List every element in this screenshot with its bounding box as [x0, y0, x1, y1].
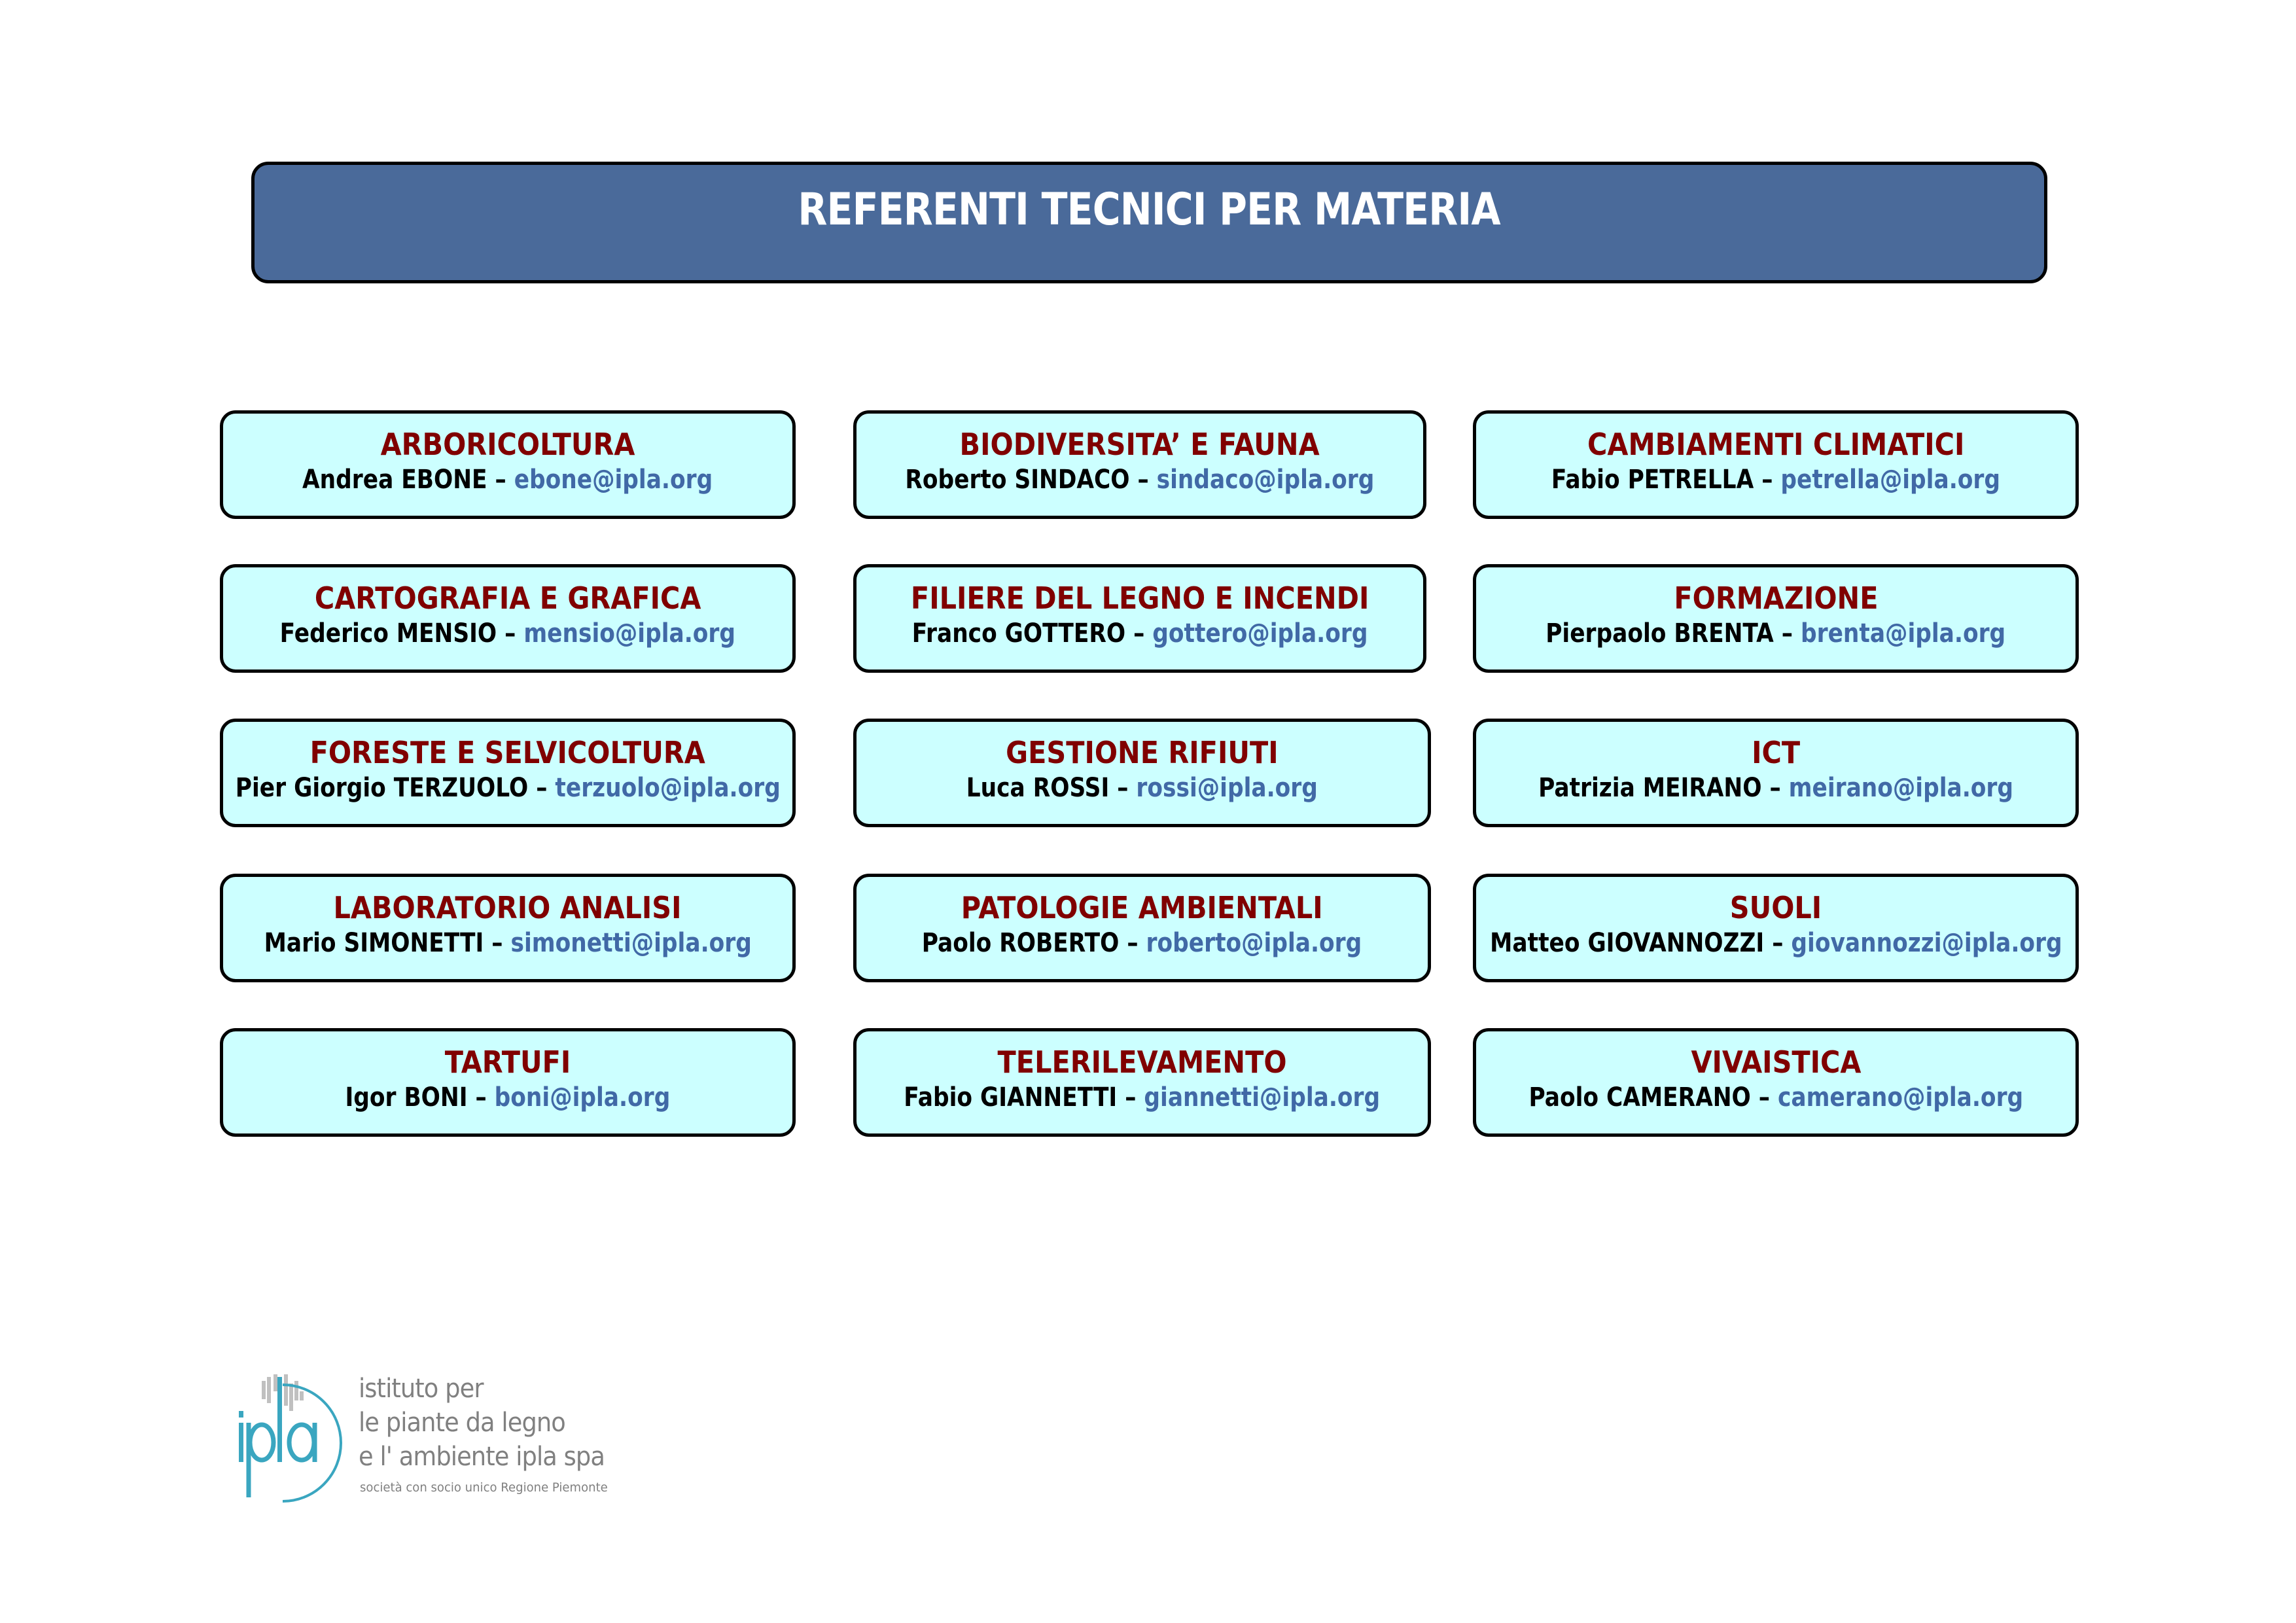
- card-contact: Pierpaolo BRENTA – brenta@ipla.org: [1546, 616, 2006, 651]
- referent-email-link[interactable]: terzuolo@ipla.org: [555, 773, 781, 803]
- card-contact: Fabio PETRELLA – petrella@ipla.org: [1551, 463, 2000, 497]
- separator-dash: –: [1769, 773, 1781, 803]
- referent-card-biodiversita: BIODIVERSITA’ E FAUNA Roberto SINDACO – …: [853, 410, 1426, 519]
- card-subject: VIVAISTICA: [1690, 1044, 1862, 1080]
- referent-email-link[interactable]: giannetti@ipla.org: [1144, 1082, 1381, 1113]
- referent-name: Federico MENSIO: [279, 618, 497, 649]
- separator-dash: –: [1125, 1082, 1137, 1113]
- referent-email-link[interactable]: giovannozzi@ipla.org: [1790, 928, 2062, 958]
- referent-name: Igor BONI: [345, 1082, 468, 1113]
- card-subject: FILIERE DEL LEGNO E INCENDI: [910, 580, 1369, 616]
- page-title: REFERENTI TECNICI PER MATERIA: [798, 183, 1501, 236]
- referent-name: Matteo GIOVANNOZZI: [1489, 928, 1764, 958]
- separator-dash: –: [495, 465, 507, 495]
- card-contact: Patrizia MEIRANO – meirano@ipla.org: [1538, 771, 2013, 805]
- referent-card-vivaistica: VIVAISTICA Paolo CAMERANO – camerano@ipl…: [1473, 1028, 2079, 1137]
- page-header-banner: REFERENTI TECNICI PER MATERIA: [251, 162, 2047, 283]
- card-subject: ICT: [1751, 735, 1801, 770]
- referent-card-ict: ICT Patrizia MEIRANO – meirano@ipla.org: [1473, 719, 2079, 827]
- card-contact: Pier Giorgio TERZUOLO – terzuolo@ipla.or…: [235, 771, 780, 805]
- logo-tagline: società con socio unico Regione Piemonte: [360, 1480, 608, 1495]
- card-subject: GESTIONE RIFIUTI: [1006, 735, 1279, 770]
- referent-name: Mario SIMONETTI: [264, 928, 484, 958]
- separator-dash: –: [1117, 773, 1129, 803]
- referent-card-filiere-legno: FILIERE DEL LEGNO E INCENDI Franco GOTTE…: [853, 564, 1426, 673]
- referent-email-link[interactable]: gottero@ipla.org: [1152, 618, 1368, 649]
- referent-name: Andrea EBONE: [302, 465, 487, 495]
- separator-dash: –: [1133, 618, 1145, 649]
- referent-email-link[interactable]: roberto@ipla.org: [1146, 928, 1362, 958]
- referent-card-telerilevamento: TELERILEVAMENTO Fabio GIANNETTI – gianne…: [853, 1028, 1431, 1137]
- card-contact: Fabio GIANNETTI – giannetti@ipla.org: [904, 1080, 1381, 1115]
- card-subject: FORESTE E SELVICOLTURA: [309, 735, 706, 770]
- referent-card-cartografia: CARTOGRAFIA E GRAFICA Federico MENSIO – …: [220, 564, 796, 673]
- card-contact: Luca ROSSI – rossi@ipla.org: [966, 771, 1318, 805]
- logo-line: le piante da legno: [359, 1408, 566, 1438]
- card-subject: SUOLI: [1729, 890, 1822, 925]
- referent-email-link[interactable]: camerano@ipla.org: [1777, 1082, 2023, 1113]
- referent-name: Fabio GIANNETTI: [904, 1082, 1118, 1113]
- referent-card-suoli: SUOLI Matteo GIOVANNOZZI – giovannozzi@i…: [1473, 874, 2079, 982]
- referent-card-foreste: FORESTE E SELVICOLTURA Pier Giorgio TERZ…: [220, 719, 796, 827]
- referent-name: Luca ROSSI: [966, 773, 1110, 803]
- card-contact: Igor BONI – boni@ipla.org: [345, 1080, 671, 1115]
- card-subject: BIODIVERSITA’ E FAUNA: [959, 427, 1320, 462]
- referent-name: Patrizia MEIRANO: [1538, 773, 1762, 803]
- separator-dash: –: [475, 1082, 487, 1113]
- separator-dash: –: [1758, 1082, 1770, 1113]
- card-subject: TELERILEVAMENTO: [997, 1044, 1287, 1080]
- ipla-logo: istituto per le piante da legno e l' amb…: [236, 1368, 661, 1505]
- card-contact: Paolo CAMERANO – camerano@ipla.org: [1528, 1080, 2023, 1115]
- card-subject: CARTOGRAFIA E GRAFICA: [314, 580, 701, 616]
- referent-name: Roberto SINDACO: [905, 465, 1130, 495]
- referent-email-link[interactable]: boni@ipla.org: [494, 1082, 671, 1113]
- referent-card-cambiamenti-climatici: CAMBIAMENTI CLIMATICI Fabio PETRELLA – p…: [1473, 410, 2079, 519]
- separator-dash: –: [1127, 928, 1139, 958]
- referent-email-link[interactable]: sindaco@ipla.org: [1156, 465, 1375, 495]
- card-contact: Franco GOTTERO – gottero@ipla.org: [912, 616, 1368, 651]
- logo-line: istituto per: [359, 1374, 484, 1404]
- card-contact: Paolo ROBERTO – roberto@ipla.org: [922, 926, 1362, 960]
- referent-card-formazione: FORMAZIONE Pierpaolo BRENTA – brenta@ipl…: [1473, 564, 2079, 673]
- referent-email-link[interactable]: rossi@ipla.org: [1136, 773, 1318, 803]
- card-contact: Mario SIMONETTI – simonetti@ipla.org: [264, 926, 751, 960]
- card-subject: TARTUFI: [444, 1044, 571, 1080]
- referent-name: Fabio PETRELLA: [1551, 465, 1754, 495]
- card-contact: Roberto SINDACO – sindaco@ipla.org: [905, 463, 1374, 497]
- referent-name: Franco GOTTERO: [911, 618, 1126, 649]
- separator-dash: –: [1137, 465, 1149, 495]
- card-contact: Matteo GIOVANNOZZI – giovannozzi@ipla.or…: [1490, 926, 2062, 960]
- separator-dash: –: [504, 618, 516, 649]
- referent-name: Pierpaolo BRENTA: [1545, 618, 1775, 649]
- referent-name: Paolo ROBERTO: [922, 928, 1120, 958]
- referent-email-link[interactable]: simonetti@ipla.org: [510, 928, 752, 958]
- referent-card-gestione-rifiuti: GESTIONE RIFIUTI Luca ROSSI – rossi@ipla…: [853, 719, 1431, 827]
- referent-email-link[interactable]: brenta@ipla.org: [1801, 618, 2006, 649]
- card-subject: PATOLOGIE AMBIENTALI: [961, 890, 1323, 925]
- separator-dash: –: [535, 773, 548, 803]
- referent-card-laboratorio-analisi: LABORATORIO ANALISI Mario SIMONETTI – si…: [220, 874, 796, 982]
- card-subject: LABORATORIO ANALISI: [334, 890, 682, 925]
- logo-wordmark: istituto per le piante da legno e l' amb…: [359, 1372, 626, 1474]
- separator-dash: –: [1761, 465, 1773, 495]
- separator-dash: –: [1782, 618, 1793, 649]
- card-subject: FORMAZIONE: [1673, 580, 1879, 616]
- card-contact: Federico MENSIO – mensio@ipla.org: [280, 616, 735, 651]
- referent-email-link[interactable]: mensio@ipla.org: [523, 618, 736, 649]
- separator-dash: –: [491, 928, 503, 958]
- referent-card-patologie-ambientali: PATOLOGIE AMBIENTALI Paolo ROBERTO – rob…: [853, 874, 1431, 982]
- referent-card-arboricoltura: ARBORICOLTURA Andrea EBONE – ebone@ipla.…: [220, 410, 796, 519]
- logo-line: e l' ambiente ipla spa: [359, 1442, 605, 1472]
- card-subject: ARBORICOLTURA: [380, 427, 635, 462]
- referent-email-link[interactable]: meirano@ipla.org: [1788, 773, 2013, 803]
- card-subject: CAMBIAMENTI CLIMATICI: [1587, 427, 1965, 462]
- referent-email-link[interactable]: ebone@ipla.org: [514, 465, 713, 495]
- ipla-logo-mark-icon: [239, 1374, 342, 1503]
- separator-dash: –: [1771, 928, 1784, 958]
- referent-name: Paolo CAMERANO: [1528, 1082, 1751, 1113]
- referent-name: Pier Giorgio TERZUOLO: [235, 773, 528, 803]
- referent-card-tartufi: TARTUFI Igor BONI – boni@ipla.org: [220, 1028, 796, 1137]
- referent-email-link[interactable]: petrella@ipla.org: [1780, 465, 2001, 495]
- card-contact: Andrea EBONE – ebone@ipla.org: [302, 463, 713, 497]
